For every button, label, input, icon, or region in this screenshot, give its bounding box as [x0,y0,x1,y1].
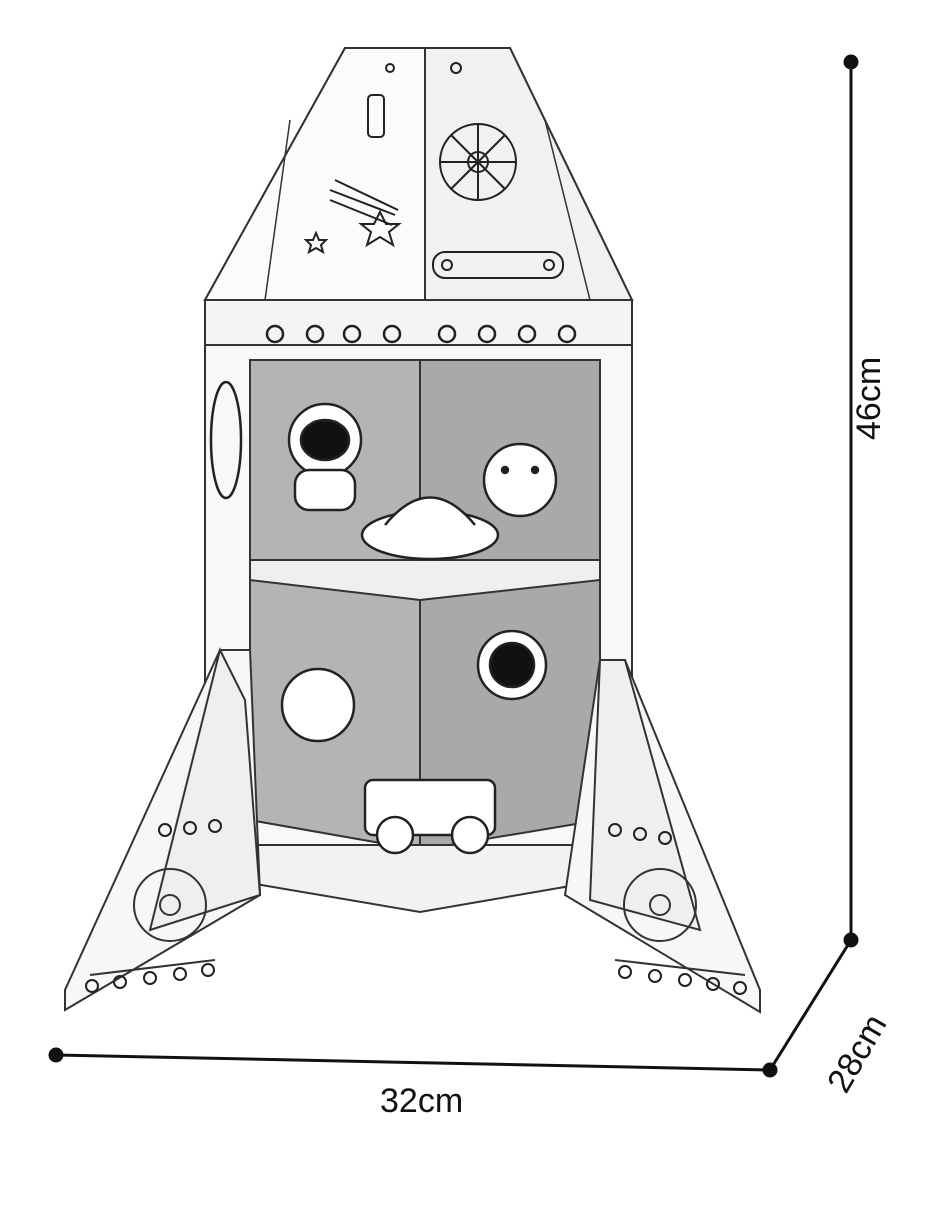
depth-line [768,939,853,1071]
left-fin-portholes [85,819,222,993]
right-fin-portholes [608,823,747,995]
star-icon [303,230,329,255]
height-label: 46cm [850,356,888,440]
wheel-icon [133,868,207,942]
interior-characters [280,402,558,855]
plate-icon [432,251,564,279]
bolt-icon [367,94,385,138]
right-fin [563,659,761,1014]
star-icon [358,209,402,248]
nose-decor [303,62,564,279]
nose-cone [203,47,634,301]
chick-icon [280,667,356,743]
side-window-icon [209,380,243,500]
portholes-band [209,324,577,500]
dimension-lines [48,54,859,1078]
comet-icon [329,179,399,226]
left-fin [64,647,262,1012]
wheel-icon [623,868,697,942]
width-label: 32cm [380,1082,464,1120]
bear-icon [482,442,558,518]
width-line [55,1053,771,1072]
